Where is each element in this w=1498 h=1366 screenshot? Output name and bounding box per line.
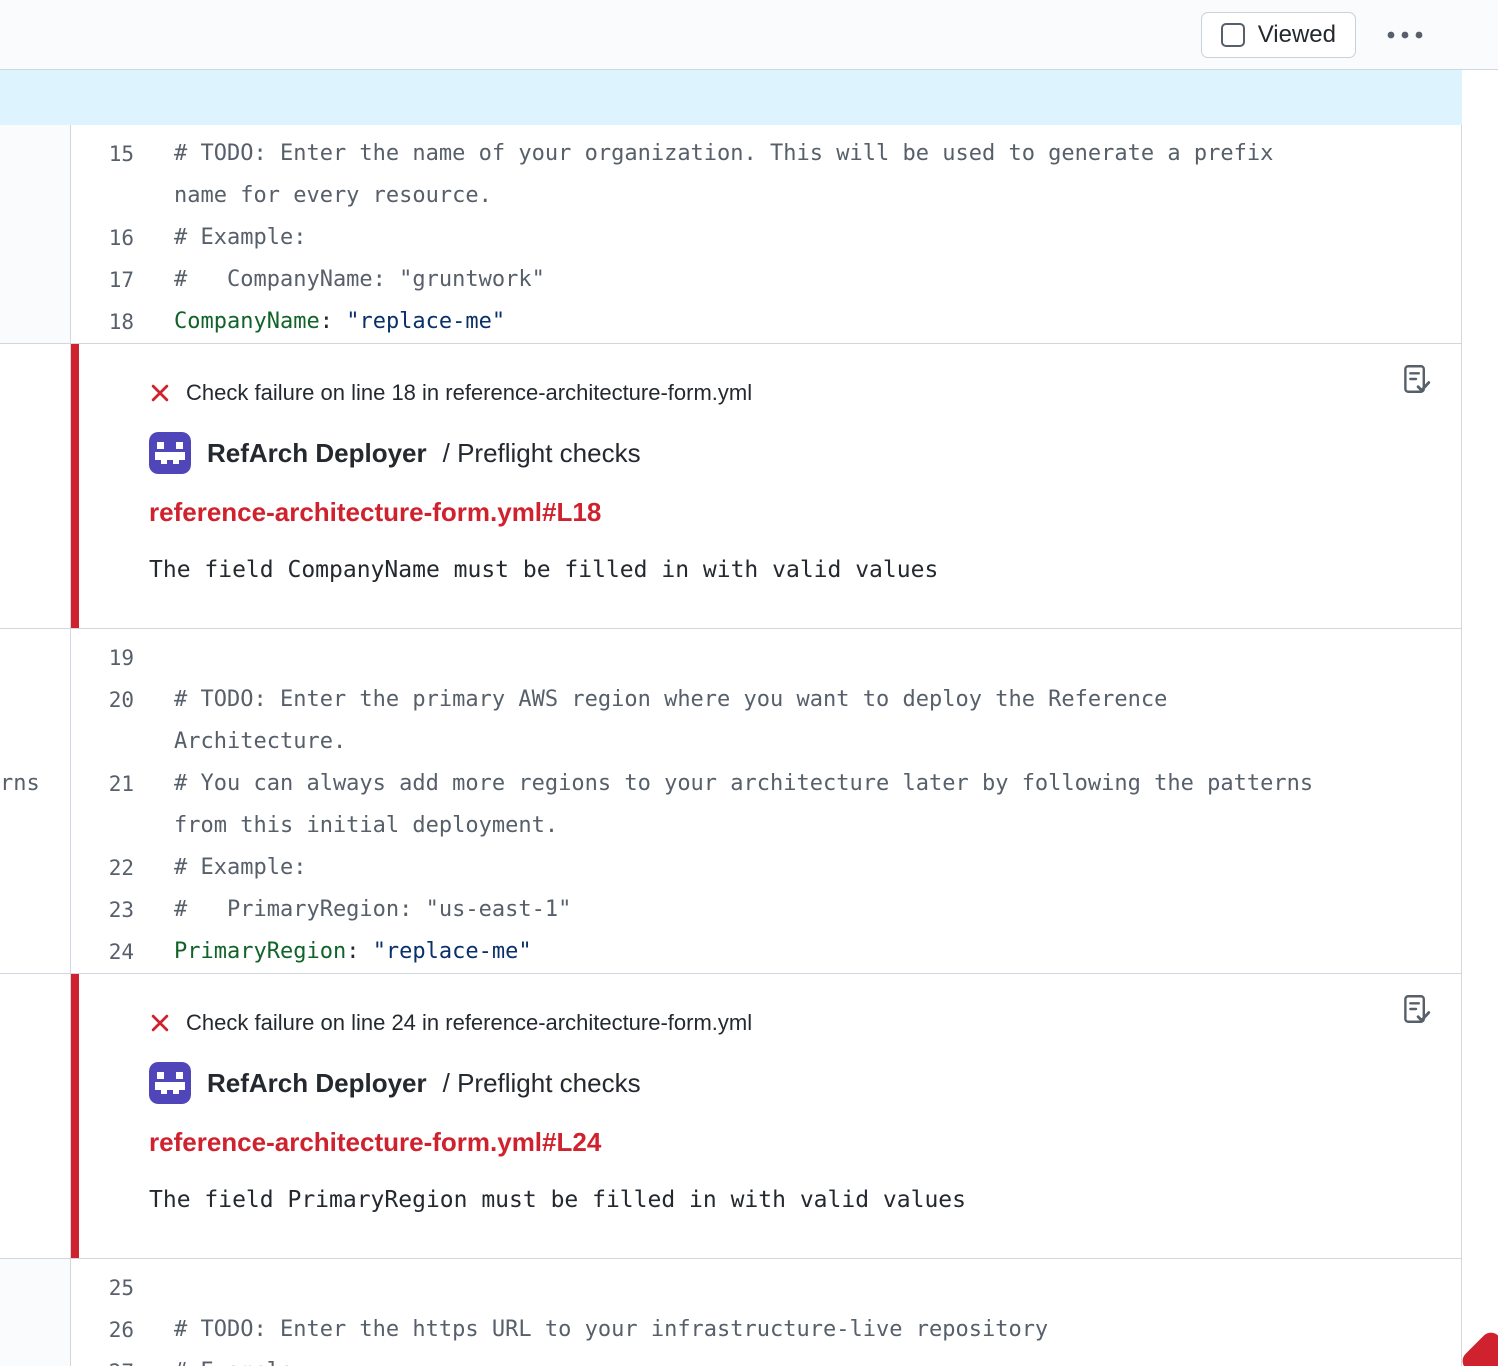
line-number[interactable]: 19 (108, 646, 134, 670)
line-number[interactable]: 27 (71, 1351, 134, 1366)
line-number[interactable]: 18 (108, 310, 134, 334)
left-pane-code-segment: rns (0, 629, 70, 973)
annotation-title: Check failure on line 24 in reference-ar… (186, 1010, 753, 1035)
code-text: PrimaryRegion: "replace-me" (174, 939, 532, 964)
refarch-avatar-icon (149, 1062, 191, 1104)
viewed-checkbox[interactable] (1220, 22, 1245, 47)
code-line: 26 # TODO: Enter the https URL to your in… (71, 1309, 1461, 1351)
annotation-message: The field PrimaryRegion must be filled i… (149, 1187, 966, 1213)
check-app-name: RefArch Deployer (207, 1067, 427, 1098)
x-failure-icon (149, 382, 171, 404)
file-check-icon (1399, 992, 1433, 1026)
code-line: 20 # TODO: Enter the primary AWS region w… (71, 679, 1461, 763)
code-line: 27 # Example: (71, 1351, 1461, 1366)
code-line: 16 # Example: (71, 217, 1461, 259)
refarch-avatar-icon (149, 432, 191, 474)
viewed-label: Viewed (1257, 20, 1336, 48)
code-line: 25 (71, 1267, 1461, 1309)
file-check-button[interactable] (1397, 990, 1435, 1028)
annotation-file-link[interactable]: reference-architecture-form.yml#L18 (149, 497, 602, 527)
code-line: 15 # TODO: Enter the name of your organiz… (71, 133, 1461, 217)
line-number[interactable]: 23 (108, 898, 134, 922)
hunk-header-row[interactable] (0, 70, 1462, 125)
code-block: 19 20 # TODO: Enter the primary AWS regio… (71, 629, 1461, 973)
code-text: # TODO: Enter the primary AWS region whe… (174, 687, 1181, 754)
check-context: / Preflight checks (442, 1067, 641, 1098)
code-text: # Example: (174, 1351, 306, 1366)
corner-scroll-marker[interactable] (1458, 1328, 1498, 1366)
code-line: 19 (71, 637, 1461, 679)
left-pane-annotation-segment (0, 973, 70, 1259)
left-pane-code-segment (0, 1259, 70, 1366)
failure-accent-bar (71, 974, 79, 1258)
x-failure-icon (149, 1012, 171, 1034)
line-number[interactable]: 21 (108, 772, 134, 796)
annotation-title: Check failure on line 18 in reference-ar… (186, 380, 753, 405)
line-number[interactable]: 20 (108, 688, 134, 712)
code-line: 24 PrimaryRegion: "replace-me" (71, 931, 1461, 973)
check-context: / Preflight checks (442, 437, 641, 468)
check-annotation: Check failure on line 24 in reference-ar… (71, 973, 1461, 1259)
code-block: 25 26 # TODO: Enter the https URL to your… (71, 1259, 1461, 1366)
code-line: 22 # Example: (71, 847, 1461, 889)
code-text: # Example: (174, 855, 307, 880)
line-number[interactable]: 17 (108, 268, 134, 292)
code-line: 23 # PrimaryRegion: "us-east-1" (71, 889, 1461, 931)
annotation-file-link[interactable]: reference-architecture-form.yml#L24 (149, 1127, 602, 1157)
code-line: 21 # You can always add more regions to y… (71, 763, 1461, 847)
line-number[interactable]: 16 (108, 226, 134, 250)
line-number[interactable]: 24 (108, 940, 134, 964)
check-app-name: RefArch Deployer (207, 437, 427, 468)
code-text (174, 1267, 187, 1309)
file-check-button[interactable] (1397, 360, 1435, 398)
failure-accent-bar (71, 344, 79, 628)
line-number[interactable]: 25 (108, 1276, 134, 1300)
kebab-icon (1386, 30, 1424, 40)
left-pane-code-overflow: rns (0, 771, 40, 796)
code-text: # TODO: Enter the name of your organizat… (174, 141, 1287, 208)
annotation-message: The field CompanyName must be filled in … (149, 557, 939, 583)
check-annotation: Check failure on line 18 in reference-ar… (71, 343, 1461, 629)
line-number[interactable]: 26 (108, 1318, 134, 1342)
file-check-icon (1399, 362, 1433, 396)
code-text: # Example: (174, 225, 307, 250)
code-line: 17 # CompanyName: "gruntwork" (71, 259, 1461, 301)
file-header-toolbar: Viewed (0, 0, 1498, 70)
left-pane-annotation-segment (0, 343, 70, 629)
line-number[interactable]: 15 (108, 142, 134, 166)
code-text: # PrimaryRegion: "us-east-1" (174, 897, 572, 922)
viewed-button[interactable]: Viewed (1200, 11, 1356, 58)
code-text: # TODO: Enter the https URL to your infr… (174, 1317, 1049, 1342)
kebab-menu-button[interactable] (1382, 22, 1428, 48)
code-text: # You can always add more regions to you… (174, 771, 1327, 838)
left-pane-code-segment (0, 125, 70, 343)
diff-body: rns 15 # TODO: Enter the name of your org… (0, 125, 1462, 1366)
code-text (174, 637, 187, 679)
line-number[interactable]: 22 (108, 856, 134, 880)
code-text: # CompanyName: "gruntwork" (174, 267, 545, 292)
right-pane: 15 # TODO: Enter the name of your organiz… (70, 125, 1462, 1366)
code-block: 15 # TODO: Enter the name of your organiz… (71, 125, 1461, 343)
code-line: 18 CompanyName: "replace-me" (71, 301, 1461, 343)
code-text: CompanyName: "replace-me" (174, 309, 506, 334)
left-pane: rns (0, 125, 70, 1366)
